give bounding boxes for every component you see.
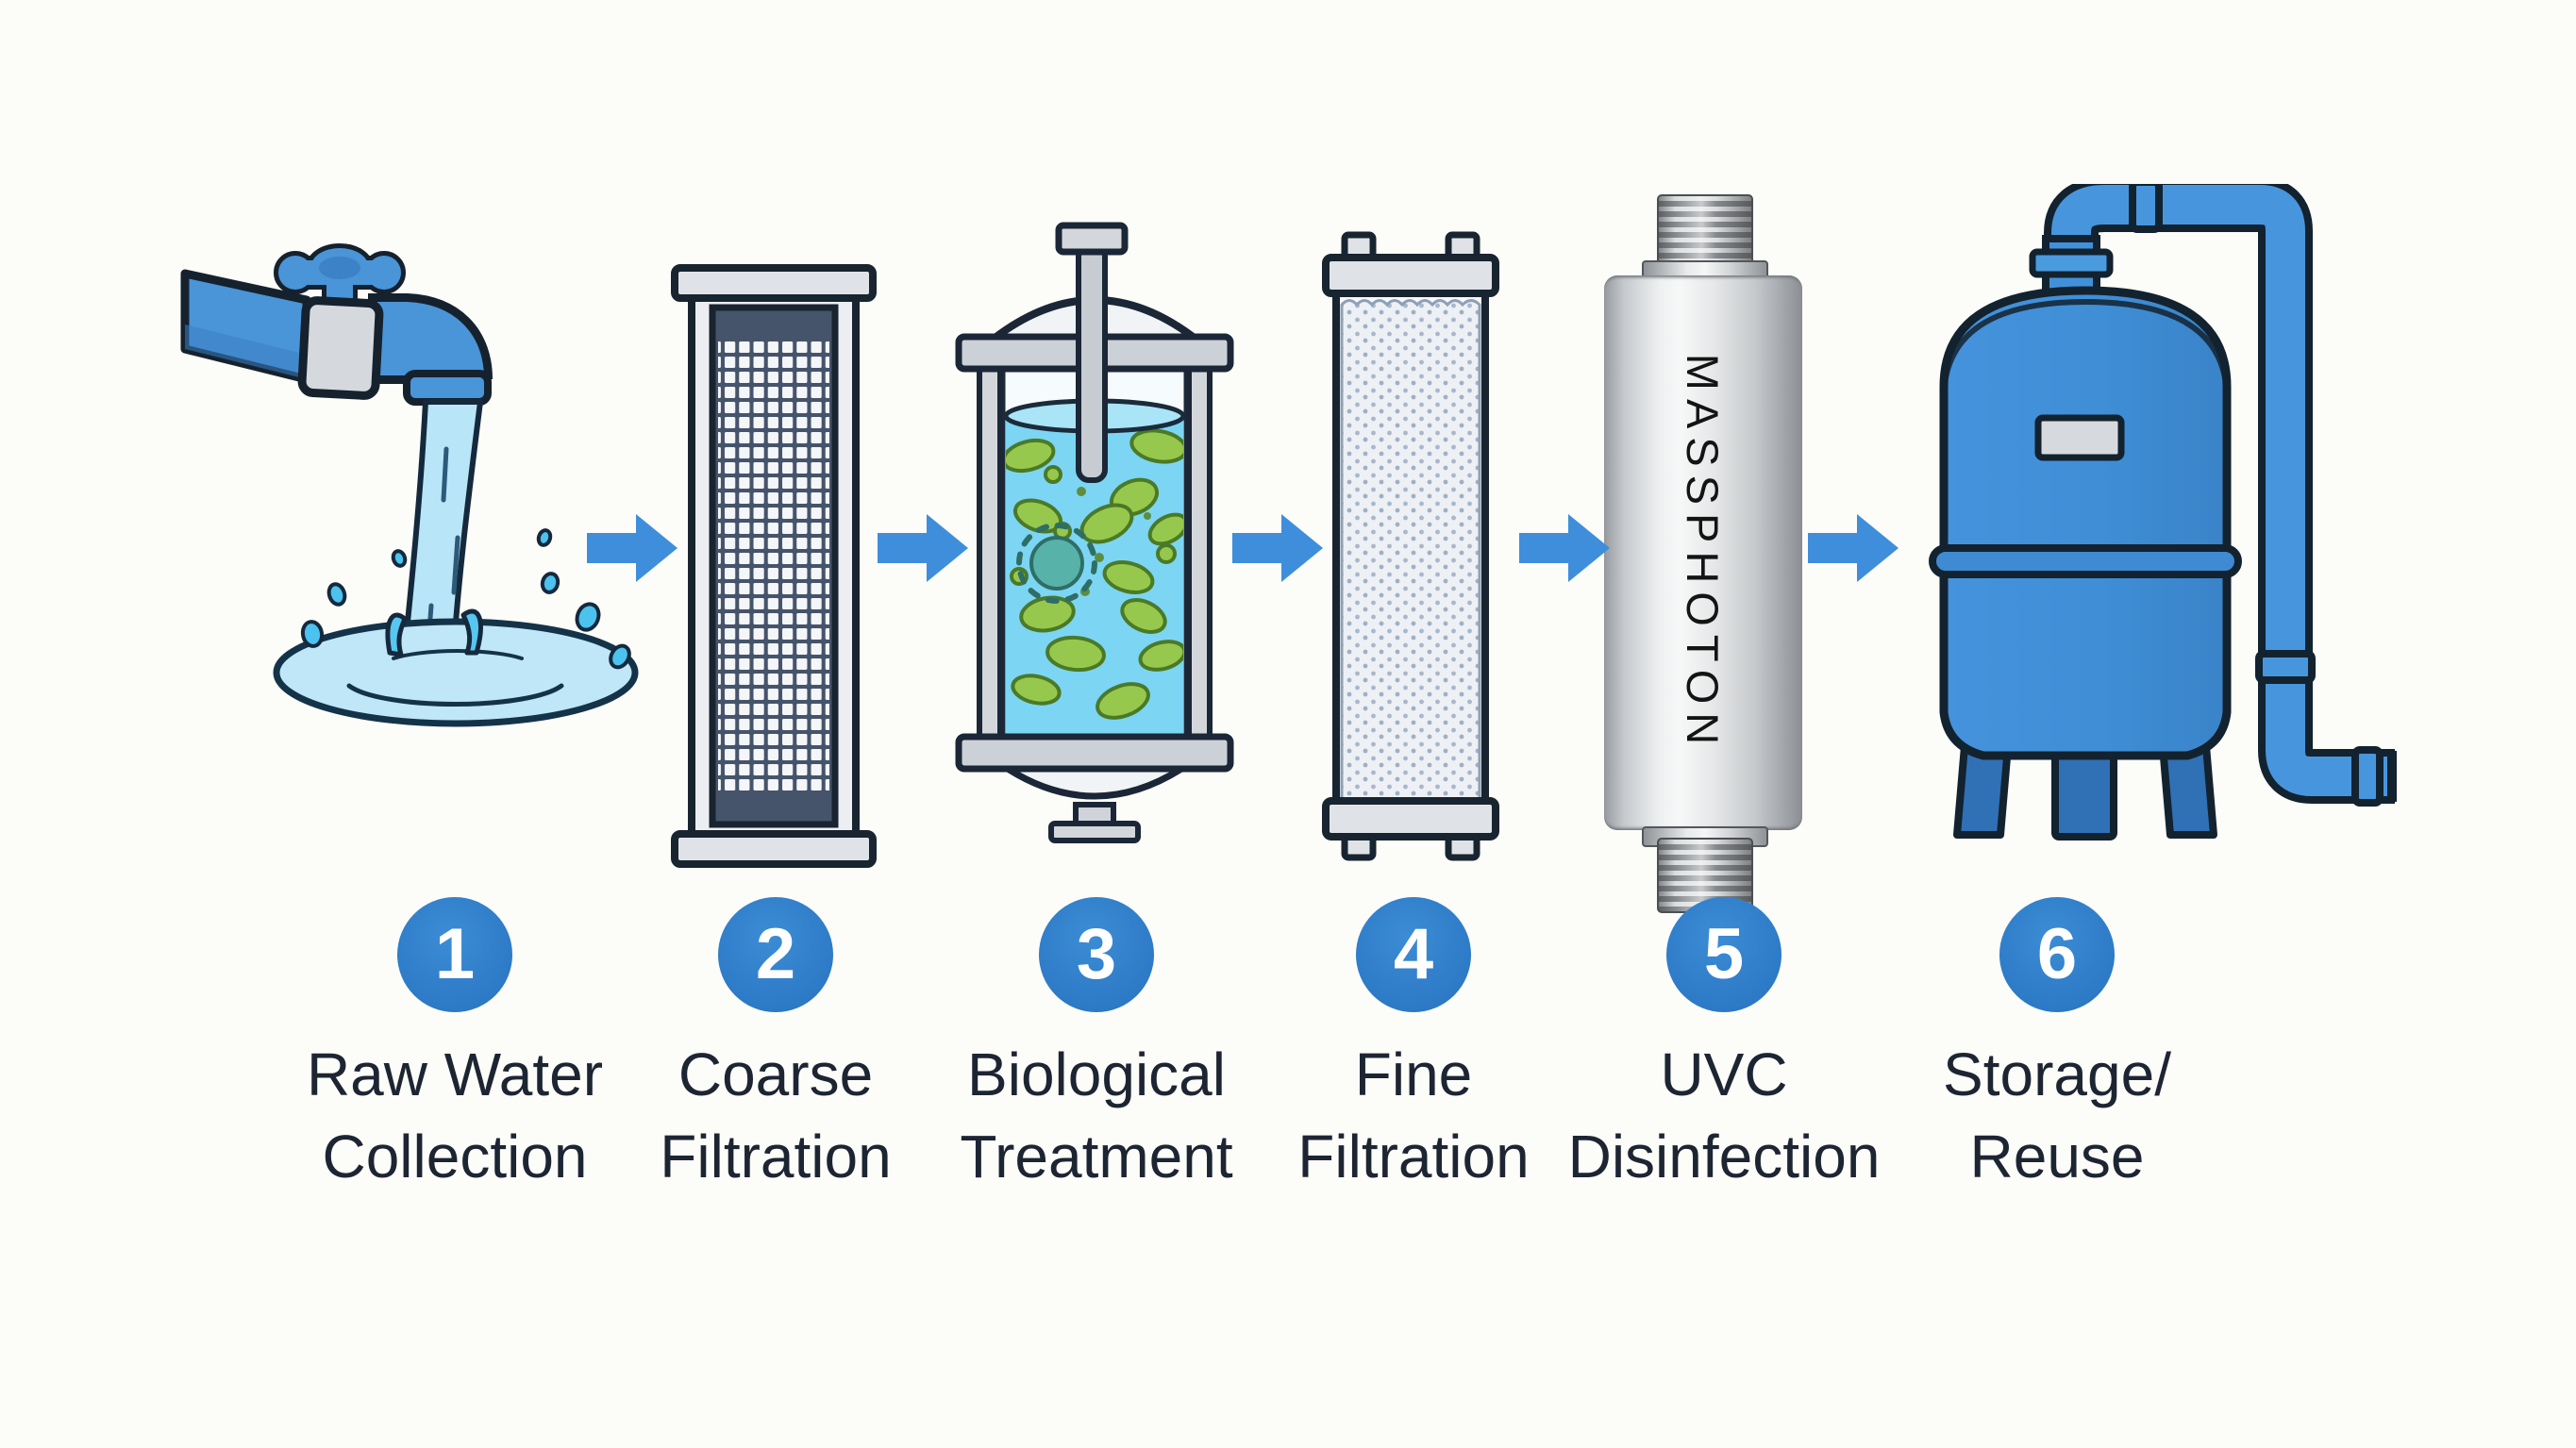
arrow-right-icon (1232, 514, 1323, 582)
label-line: Disinfection (1567, 1123, 1881, 1191)
step-number: 2 (755, 914, 796, 994)
uvc-body: MASSPHOTON (1604, 275, 1802, 830)
bioreactor-icon (955, 222, 1234, 843)
step-badge-6: 6 (1999, 897, 2115, 1012)
coarse-filter-icon (671, 264, 877, 868)
step-badge-1: 1 (397, 897, 512, 1012)
label-line: UVC (1660, 1040, 1788, 1108)
arrow-right-icon (878, 514, 968, 582)
label-line: Filtration (1297, 1123, 1530, 1191)
step-label-coarse-filtration: Coarse Filtration (530, 1034, 1021, 1198)
step-label-biological-treatment: Biological Treatment (851, 1034, 1342, 1198)
step-number: 1 (434, 914, 476, 994)
step-number: 6 (2036, 914, 2078, 994)
storage-tank-icon (1929, 184, 2397, 841)
step-badge-3: 3 (1039, 897, 1154, 1012)
label-line: Biological (967, 1040, 1226, 1108)
step-number: 5 (1703, 914, 1745, 994)
uvc-top-thread (1657, 194, 1753, 270)
step-number: 4 (1393, 914, 1434, 994)
step-label-uvc-disinfection: UVC Disinfection (1479, 1034, 1969, 1198)
step-number: 3 (1076, 914, 1117, 994)
uvc-brand-text: MASSPHOTON (1678, 353, 1729, 753)
step-label-storage-reuse: Storage/ Reuse (1812, 1034, 2302, 1198)
label-line: Storage/ (1943, 1040, 2171, 1108)
label-line: Treatment (960, 1123, 1233, 1191)
label-line: Filtration (660, 1123, 892, 1191)
step-label-fine-filtration: Fine Filtration (1168, 1034, 1659, 1198)
faucet-icon (180, 243, 639, 727)
label-line: Reuse (1969, 1123, 2145, 1191)
step-badge-5: 5 (1666, 897, 1781, 1012)
fine-filter-icon (1322, 231, 1499, 861)
uvc-cylinder-icon: MASSPHOTON (1604, 189, 1802, 915)
arrow-right-icon (1519, 514, 1610, 582)
step-badge-4: 4 (1356, 897, 1471, 1012)
step-badge-2: 2 (718, 897, 833, 1012)
arrow-right-icon (587, 514, 677, 582)
label-line: Collection (322, 1123, 588, 1191)
label-line: Fine (1354, 1040, 1473, 1108)
label-line: Raw Water (306, 1040, 604, 1108)
label-line: Coarse (677, 1040, 874, 1108)
arrow-right-icon (1808, 514, 1899, 582)
step-label-raw-water-collection: Raw Water Collection (209, 1034, 700, 1198)
